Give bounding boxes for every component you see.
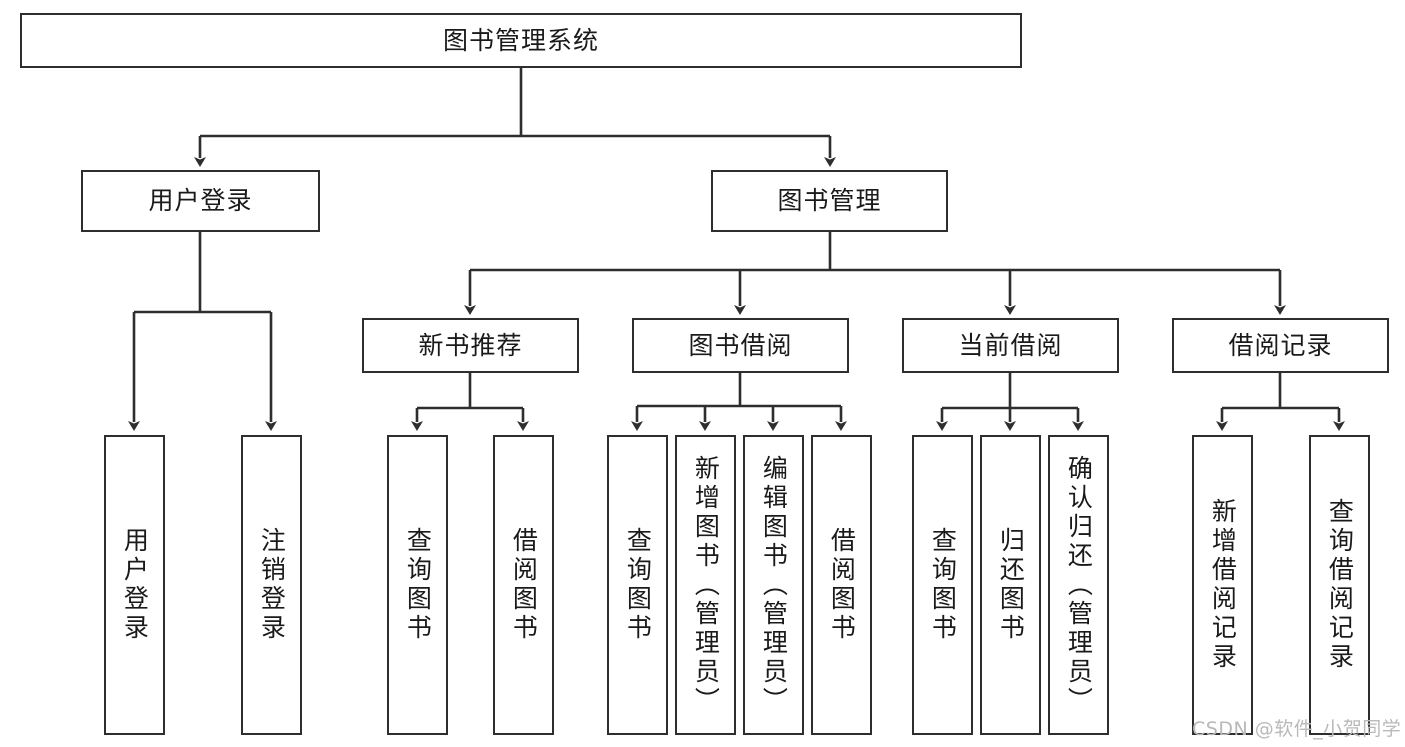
node-leaf-add-record-label: 新增借阅记录 xyxy=(1208,498,1238,672)
node-leaf-return-book-label: 归还图书 xyxy=(996,527,1026,643)
node-leaf-logout-label: 注销登录 xyxy=(257,527,287,643)
node-leaf-borrow-book-2-label: 借阅图书 xyxy=(827,527,857,643)
node-leaf-confirm-return-label: 确认归还（管理员） xyxy=(1064,454,1094,716)
node-book-borrow[interactable]: 图书借阅 xyxy=(632,318,849,373)
node-leaf-borrow-book-1[interactable]: 借阅图书 xyxy=(493,435,554,735)
node-book-manage-label: 图书管理 xyxy=(777,186,882,216)
node-leaf-query-record[interactable]: 查询借阅记录 xyxy=(1309,435,1370,735)
node-leaf-borrow-book-2[interactable]: 借阅图书 xyxy=(811,435,872,735)
node-new-book-rec[interactable]: 新书推荐 xyxy=(362,318,579,373)
node-root[interactable]: 图书管理系统 xyxy=(20,13,1022,68)
node-leaf-borrow-book-1-label: 借阅图书 xyxy=(509,527,539,643)
node-book-borrow-label: 图书借阅 xyxy=(688,330,793,360)
node-leaf-edit-book[interactable]: 编辑图书（管理员） xyxy=(743,435,804,735)
node-leaf-add-book-label: 新增图书（管理员） xyxy=(691,454,721,716)
node-leaf-logout[interactable]: 注销登录 xyxy=(241,435,302,735)
node-leaf-query-book-1[interactable]: 查询图书 xyxy=(387,435,448,735)
node-leaf-confirm-return[interactable]: 确认归还（管理员） xyxy=(1048,435,1109,735)
node-borrow-record[interactable]: 借阅记录 xyxy=(1172,318,1389,373)
node-leaf-user-login-label: 用户登录 xyxy=(120,527,150,643)
node-leaf-query-book-3[interactable]: 查询图书 xyxy=(912,435,973,735)
node-user-login[interactable]: 用户登录 xyxy=(81,170,320,232)
node-borrow-record-label: 借阅记录 xyxy=(1228,330,1333,360)
node-new-book-rec-label: 新书推荐 xyxy=(418,330,523,360)
node-leaf-add-book[interactable]: 新增图书（管理员） xyxy=(675,435,736,735)
node-leaf-edit-book-label: 编辑图书（管理员） xyxy=(759,454,789,716)
node-leaf-query-book-1-label: 查询图书 xyxy=(403,527,433,643)
node-book-manage[interactable]: 图书管理 xyxy=(711,170,948,232)
node-root-label: 图书管理系统 xyxy=(442,25,599,55)
node-current-borrow[interactable]: 当前借阅 xyxy=(902,318,1119,373)
node-leaf-query-book-2[interactable]: 查询图书 xyxy=(607,435,668,735)
node-leaf-query-book-3-label: 查询图书 xyxy=(928,527,958,643)
node-user-login-label: 用户登录 xyxy=(148,186,253,216)
node-leaf-user-login[interactable]: 用户登录 xyxy=(104,435,165,735)
node-leaf-add-record[interactable]: 新增借阅记录 xyxy=(1192,435,1253,735)
node-leaf-return-book[interactable]: 归还图书 xyxy=(980,435,1041,735)
node-leaf-query-record-label: 查询借阅记录 xyxy=(1325,498,1355,672)
node-leaf-query-book-2-label: 查询图书 xyxy=(623,527,653,643)
node-current-borrow-label: 当前借阅 xyxy=(958,330,1063,360)
